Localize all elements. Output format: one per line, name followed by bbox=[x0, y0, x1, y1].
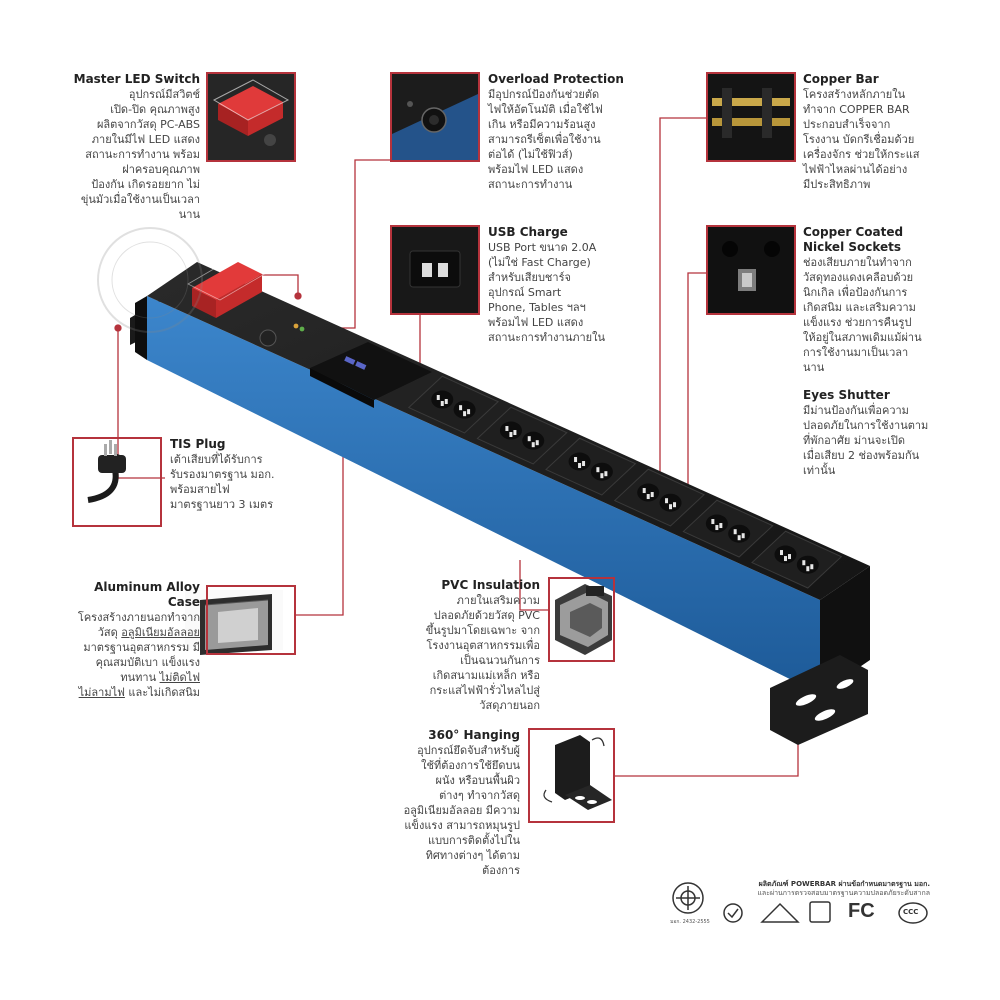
fc-mark: FC bbox=[848, 900, 875, 922]
right-mount-bracket bbox=[770, 655, 868, 745]
feature-body-line: โครงสร้างภายนอกทำจาก bbox=[77, 611, 200, 624]
feature-body: อุปกรณ์ยึดจับสำหรับผู้ ใช้ที่ต้องการใช้ย… bbox=[403, 744, 520, 877]
copper-bar-feature: Copper Bar โครงสร้างหลักภายใน ทำจาก COPP… bbox=[803, 72, 963, 192]
nickel-sockets-thumbnail bbox=[706, 225, 796, 315]
nickel-sockets-feature: Copper Coated Nickel Sockets ช่องเสียบภา… bbox=[803, 225, 963, 375]
master-led-feature: Master LED Switch อุปกรณ์มีสวิตช์ เปิด-ป… bbox=[62, 72, 200, 222]
feature-title-line1: Aluminum Alloy bbox=[94, 580, 200, 594]
text-segment: ทนทาน bbox=[120, 671, 160, 684]
tis-plug-drawing bbox=[87, 440, 126, 503]
certification-note: ผลิตภัณฑ์ POWERBAR ผ่านข้อกำหนดมาตรฐาน ม… bbox=[700, 880, 930, 898]
usb-module bbox=[310, 342, 432, 408]
certification-line1: ผลิตภัณฑ์ POWERBAR ผ่านข้อกำหนดมาตรฐาน ม… bbox=[758, 880, 930, 888]
feature-title: Overload Protection bbox=[488, 72, 624, 86]
aluminum-case-drawing bbox=[185, 590, 283, 655]
feature-title: USB Charge bbox=[488, 225, 568, 239]
underlined-text: อลูมิเนียมอัลลอย bbox=[121, 626, 200, 639]
socket-module bbox=[545, 437, 637, 496]
underlined-text: ไม่ติดไฟ bbox=[159, 671, 200, 684]
text-segment: และไม่เกิดสนิม bbox=[124, 686, 200, 699]
text-segment: วัสดุ bbox=[97, 626, 122, 639]
aluminum-case-thumbnail bbox=[206, 585, 296, 655]
tis-plug-feature: TIS Plug เต้าเสียบที่ได้รับการ รับรองมาต… bbox=[170, 437, 300, 512]
hanging-bracket-drawing bbox=[543, 735, 612, 810]
copper-bar-thumbnail bbox=[706, 72, 796, 162]
overload-feature: Overload Protection มีอุปกรณ์ป้องกันช่วย… bbox=[488, 72, 628, 192]
hanging-thumbnail bbox=[528, 728, 615, 823]
ccc-mark-icon bbox=[898, 902, 928, 924]
green-mark-icon bbox=[809, 901, 831, 923]
underlined-text: ไม่ลามไฟ bbox=[78, 686, 125, 699]
feature-title: TIS Plug bbox=[170, 437, 226, 451]
tis-number: มอก. 2432-2555 bbox=[670, 919, 710, 925]
feature-title-line2: Nickel Sockets bbox=[803, 240, 902, 254]
tis-plug-thumbnail bbox=[72, 437, 162, 527]
hanging-feature: 360° Hanging อุปกรณ์ยึดจับสำหรับผู้ ใช้ท… bbox=[385, 728, 520, 878]
feature-body-line: มาตรฐานอุตสาหกรรม มี bbox=[83, 641, 200, 654]
de-mark-icon bbox=[760, 902, 800, 923]
master-led-thumbnail bbox=[206, 72, 296, 162]
feature-body: USB Port ขนาด 2.0A (ไม่ใช่ Fast Charge) … bbox=[488, 241, 605, 344]
socket-closeup-icon bbox=[708, 227, 794, 313]
feature-body-line: ทนทาน ไม่ติดไฟ bbox=[55, 670, 200, 685]
breaker-closeup-icon bbox=[392, 74, 478, 160]
watermark-stamp bbox=[97, 227, 203, 333]
feature-title-line2: Case bbox=[167, 595, 200, 609]
certification-marks bbox=[672, 882, 928, 924]
socket-row bbox=[407, 375, 843, 589]
usb-thumbnail bbox=[390, 225, 480, 315]
usb-port-closeup-icon bbox=[392, 227, 478, 313]
safety-mark-icon bbox=[723, 903, 743, 923]
feature-title: Eyes Shutter bbox=[803, 388, 890, 402]
feature-body-line: วัสดุ อลูมิเนียมอัลลอย bbox=[55, 625, 200, 640]
ccc-mark-label: CCC bbox=[903, 908, 919, 916]
usb-feature: USB Charge USB Port ขนาด 2.0A (ไม่ใช่ Fa… bbox=[488, 225, 628, 345]
feature-title-line1: Copper Coated bbox=[803, 225, 904, 239]
overload-reset-button bbox=[259, 329, 277, 347]
certification-line2: และผ่านการตรวจสอบมาตรฐานความปลอดภัยระดับ… bbox=[757, 889, 930, 897]
feature-body: มีอุปกรณ์ป้องกันช่วยตัด ไฟให้อัตโนมัติ เ… bbox=[488, 88, 603, 191]
socket-module bbox=[682, 499, 774, 558]
pvc-thumbnail bbox=[548, 577, 615, 662]
eyes-shutter-feature: Eyes Shutter มีม่านป้องกันเพื่อความ ปลอด… bbox=[803, 388, 968, 478]
feature-body-line: ไม่ลามไฟ และไม่เกิดสนิม bbox=[55, 685, 200, 700]
feature-title: Copper Bar bbox=[803, 72, 879, 86]
copper-bar-closeup-icon bbox=[708, 74, 794, 160]
tis-mark-icon bbox=[672, 882, 704, 914]
socket-module bbox=[476, 406, 568, 465]
feature-title: PVC Insulation bbox=[441, 578, 540, 592]
feature-body: อุปกรณ์มีสวิตช์ เปิด-ปิด คุณภาพสูง ผลิตจ… bbox=[80, 88, 200, 221]
pvc-insulation-drawing bbox=[555, 584, 612, 655]
socket-module bbox=[613, 468, 705, 527]
master-switch bbox=[187, 255, 269, 318]
feature-body: มีม่านป้องกันเพื่อความ ปลอดภัยในการใช้งา… bbox=[803, 404, 929, 477]
overload-thumbnail bbox=[390, 72, 480, 162]
socket-module bbox=[407, 375, 500, 434]
feature-title: Master LED Switch bbox=[73, 72, 200, 86]
pvc-feature: PVC Insulation ภายในเสริมความ ปลอดภัยด้ว… bbox=[395, 578, 540, 713]
feature-body: โครงสร้างหลักภายใน ทำจาก COPPER BAR ประก… bbox=[803, 88, 920, 191]
feature-title: 360° Hanging bbox=[428, 728, 520, 742]
feature-body: เต้าเสียบที่ได้รับการ รับรองมาตรฐาน มอก.… bbox=[170, 453, 275, 511]
feature-body-line: คุณสมบัติเบา แข็งแรง bbox=[95, 656, 200, 669]
switch-closeup-icon bbox=[208, 74, 294, 160]
socket-module bbox=[751, 530, 843, 589]
aluminum-case-feature: Aluminum Alloy Case โครงสร้างภายนอกทำจาก… bbox=[55, 580, 200, 700]
strip-side-face bbox=[147, 296, 820, 694]
feature-body: ภายในเสริมความ ปลอดภัยด้วยวัสดุ PVC ขึ้น… bbox=[425, 594, 540, 712]
feature-body: ช่องเสียบภายในทำจาก วัสดุทองแดงเคลือบด้ว… bbox=[803, 256, 922, 374]
